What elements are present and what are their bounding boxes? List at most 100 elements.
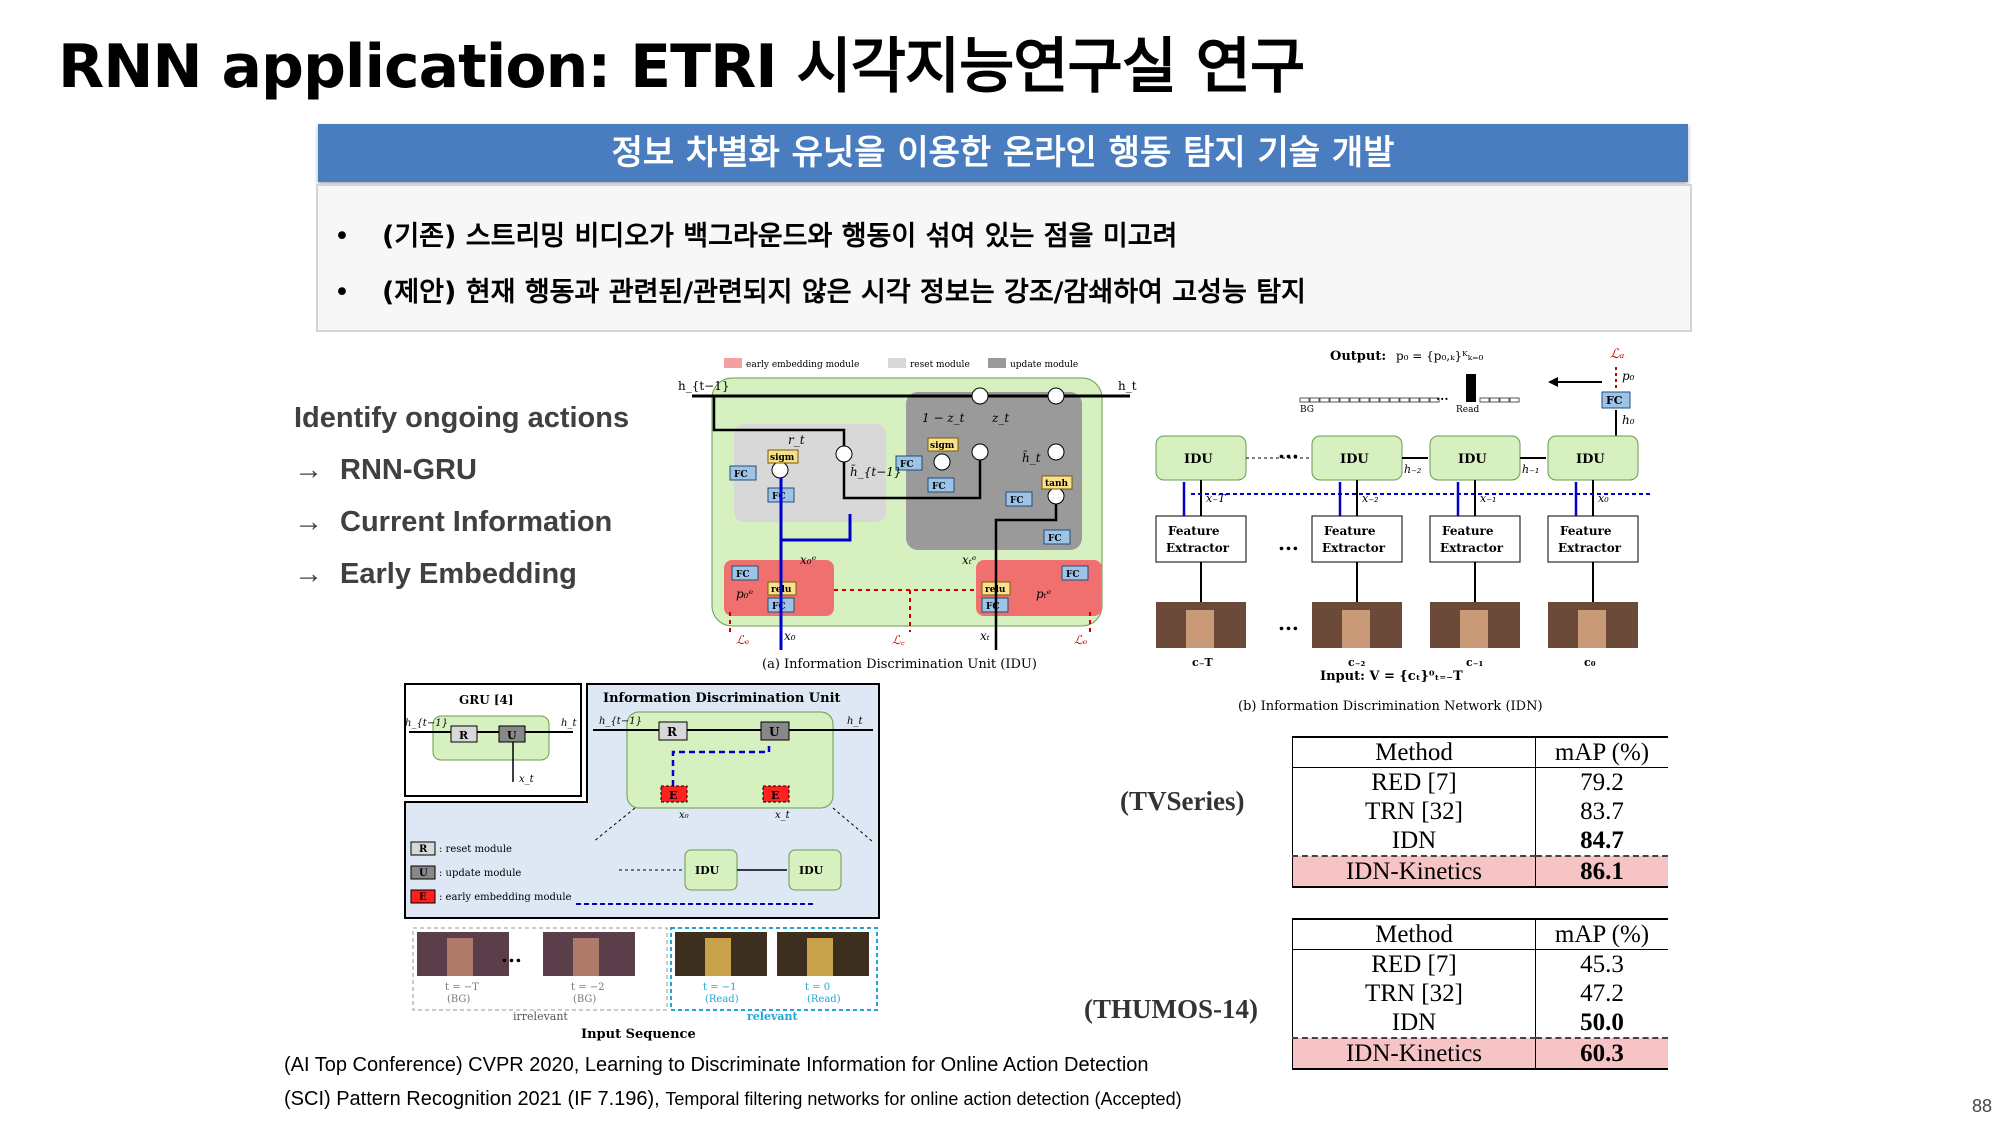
histogram-bar <box>1299 397 1310 403</box>
p0e-label: p₀ᵉ <box>736 587 753 601</box>
xte-label: xₜᵉ <box>962 553 977 567</box>
video-frame-person <box>447 938 473 976</box>
legend-text: : early embedding module <box>439 892 572 903</box>
output-formula: p₀ = {p₀,ₖ}ᴷₖ₌₀ <box>1396 349 1483 363</box>
ht-label: h_t <box>561 718 577 729</box>
video-frame-person <box>1578 610 1606 648</box>
video-frame-person <box>1186 610 1214 648</box>
histogram-bar <box>1399 397 1410 403</box>
table-row: TRN [32]83.7 <box>1292 797 1669 826</box>
read-label: Read <box>1456 405 1479 415</box>
key-point: →Current Information <box>294 496 629 548</box>
bullet-item: •(제안) 현재 행동과 관련된/관련되지 않은 시각 정보는 강조/감쇄하여 … <box>334 270 1306 309</box>
r-box: R <box>459 729 469 742</box>
feature-extractor-label: Feature <box>1560 524 1612 538</box>
pte-label: pₜᵉ <box>1036 587 1052 601</box>
fc-box: FC <box>734 470 748 480</box>
x0-label: x₀ <box>784 629 796 643</box>
frame-time: t = 0 <box>805 982 830 993</box>
la-label: ℒₐ <box>1610 347 1624 362</box>
multiply-node <box>971 387 989 405</box>
c-label: c₋T <box>1192 656 1214 669</box>
xt-label: x_t <box>519 774 535 785</box>
feature-extractor <box>1547 515 1639 563</box>
h-label: h₋₂ <box>1404 463 1421 476</box>
gru-title: GRU [4] <box>459 693 514 707</box>
fc-box: FC <box>772 602 786 612</box>
idu-title: Information Discrimination Unit <box>603 691 841 706</box>
u-box: U <box>507 729 517 742</box>
idn-caption: (b) Information Discrimination Network (… <box>1238 699 1543 714</box>
add-node <box>1047 487 1065 505</box>
frame-time: t = −2 <box>571 982 605 993</box>
feature-extractor-label: Extractor <box>1166 541 1230 555</box>
xt-label: x_t <box>775 810 791 821</box>
z-t-label: z_t <box>991 411 1009 425</box>
histogram-bar <box>1369 397 1380 403</box>
bullet-item: •(기존) 스트리밍 비디오가 백그라운드와 행동이 섞여 있는 점을 미고려 <box>334 214 1177 253</box>
x-label: x₋₂ <box>1362 492 1378 505</box>
xt-label: xₜ <box>980 629 990 643</box>
one-minus-z-label: 1 − z_t <box>922 411 965 425</box>
c-label: c₋₁ <box>1466 656 1484 669</box>
x-label: x₀ <box>1598 492 1609 505</box>
video-frame-person <box>1460 610 1488 648</box>
input-label: Input: V = {cₜ}⁰ₜ₌₋T <box>1320 669 1463 684</box>
h-tilde-prev-label: h̃_{t−1} <box>850 463 902 479</box>
ht-prev-label: h_{t−1} <box>405 718 448 729</box>
key-point: →RNN-GRU <box>294 444 629 496</box>
feature-extractor-label: Extractor <box>1558 541 1622 555</box>
bg-label: BG <box>1300 405 1314 415</box>
add-node <box>1047 387 1065 405</box>
idu-node-label: IDU <box>1458 452 1487 467</box>
h0-label: h₀ <box>1622 413 1635 427</box>
legend-key: U <box>419 868 428 879</box>
x0e-label: x₀ᵉ <box>800 553 817 567</box>
idu-caption: (a) Information Discrimination Unit (IDU… <box>762 657 1037 672</box>
e-box: E <box>771 789 779 802</box>
tanh-box: tanh <box>1045 479 1069 489</box>
table-row: TRN [32]47.2 <box>1292 979 1669 1008</box>
table-row: RED [7]79.2 <box>1292 767 1669 797</box>
c-label: c₀ <box>1584 656 1596 669</box>
idu-box: IDU <box>799 864 824 877</box>
histogram-bar-read <box>1466 374 1476 402</box>
frame-tag: (BG) <box>447 994 470 1005</box>
histogram-bar <box>1389 397 1400 403</box>
legend-text: : reset module <box>439 844 512 855</box>
idu-diagram: early embedding module reset module upda… <box>678 358 1137 672</box>
input-sequence-label: Input Sequence <box>581 1027 696 1042</box>
feature-extractor-label: Feature <box>1324 524 1376 538</box>
frame-time: t = −T <box>445 982 479 993</box>
sigm-box: sigm <box>770 453 795 463</box>
idu-node-label: IDU <box>1340 452 1369 467</box>
table-row: RED [7]45.3 <box>1292 949 1669 979</box>
fc-box: FC <box>986 602 1000 612</box>
histogram-bar <box>1509 397 1520 403</box>
histogram-bar <box>1429 397 1440 403</box>
video-frame-person <box>1342 610 1370 648</box>
page-number: 88 <box>1971 1096 1992 1116</box>
histogram-bar <box>1479 397 1490 403</box>
legend-swatch-reset <box>888 358 906 368</box>
x-label: x₋₁ <box>1480 492 1496 505</box>
update-module <box>906 392 1082 550</box>
r-t-label: r_t <box>788 433 805 447</box>
histogram-bar <box>1359 397 1370 403</box>
legend-text: : update module <box>439 868 521 879</box>
p0-label: p₀ <box>1622 369 1635 383</box>
h-label: h₋₁ <box>1522 463 1539 476</box>
fc-box: FC <box>772 492 786 502</box>
legend-swatch-update <box>988 358 1006 368</box>
arrow-icon: → <box>294 454 323 486</box>
key-point: →Early Embedding <box>294 548 629 600</box>
frame-tag: (Read) <box>807 994 841 1005</box>
bullet-marker: • <box>334 221 350 252</box>
feature-extractor-label: Feature <box>1168 524 1220 538</box>
video-frame-person <box>807 938 833 976</box>
